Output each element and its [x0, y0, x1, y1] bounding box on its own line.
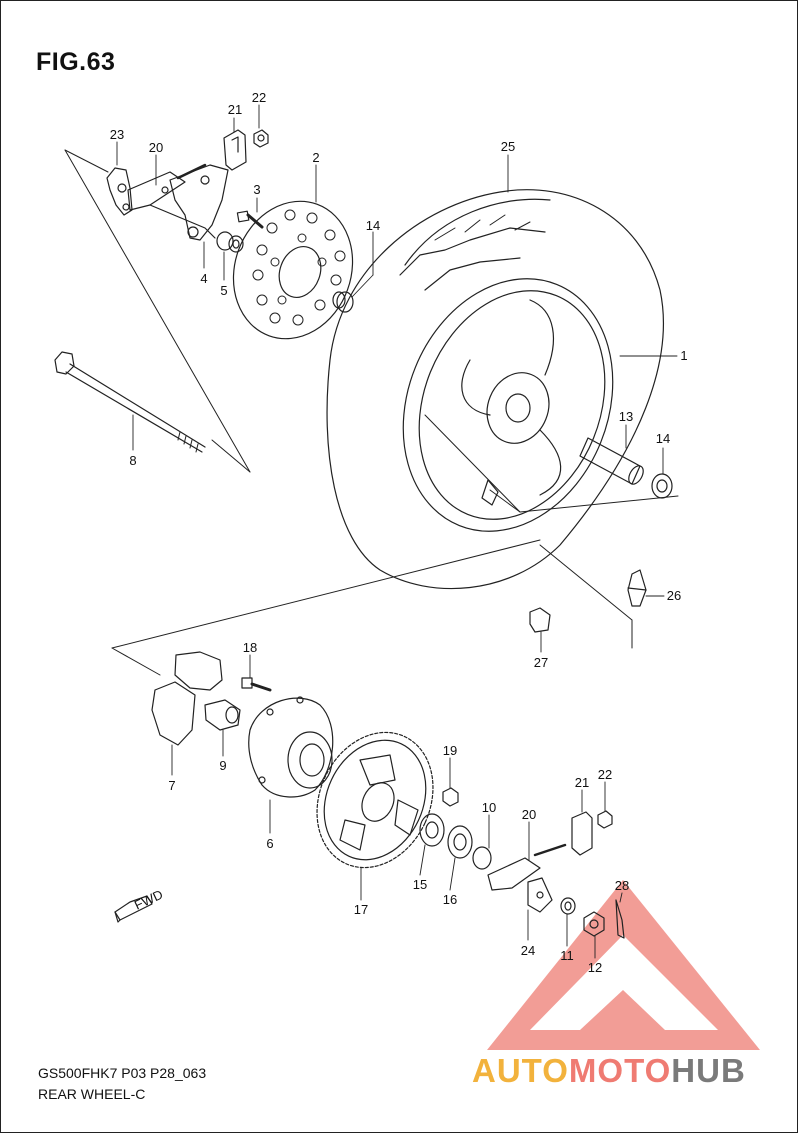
part-2-brake-disc — [232, 200, 354, 340]
part-7-dampers — [151, 651, 223, 746]
callout-5: 5 — [220, 283, 227, 298]
callout-19: 19 — [443, 743, 457, 758]
callout-20-upper: 20 — [149, 140, 163, 155]
callout-15: 15 — [413, 877, 427, 892]
callout-21-lower: 21 — [575, 775, 589, 790]
figure-title: FIG.63 — [36, 48, 116, 76]
part-20-adjuster-lower — [487, 843, 567, 891]
fwd-label: FWD — [132, 887, 165, 913]
callout-12: 12 — [588, 960, 602, 975]
callout-22-upper: 22 — [252, 90, 266, 105]
callout-22-lower: 22 — [598, 767, 612, 782]
part-4-caliper-bracket — [149, 164, 229, 241]
fwd-arrow-icon — [114, 895, 153, 923]
callout-4: 4 — [200, 271, 207, 286]
callout-14-upper: 14 — [366, 218, 380, 233]
callout-14-lower: 14 — [656, 431, 670, 446]
part-18-bolt — [241, 677, 272, 692]
part-22-upper-nut — [253, 129, 269, 148]
part-21-upper — [223, 129, 247, 171]
callout-26: 26 — [667, 588, 681, 603]
part-14-lower-collar — [651, 473, 673, 499]
callout-1: 1 — [680, 348, 687, 363]
callout-17: 17 — [354, 902, 368, 917]
part-12-castle-nut — [583, 911, 605, 937]
callout-10: 10 — [482, 800, 496, 815]
part-21-lower — [571, 811, 593, 856]
part-26-valve — [627, 569, 647, 607]
leader-lines — [116, 104, 678, 959]
callout-25: 25 — [501, 139, 515, 154]
part-17-sprocket — [316, 731, 434, 869]
part-11-washer — [560, 897, 576, 915]
part-19-nut — [442, 787, 459, 807]
part-13-spacer — [579, 437, 644, 485]
callout-20-lower: 20 — [522, 807, 536, 822]
watermark-moto: MOTO — [568, 1052, 672, 1089]
part-25-tire — [326, 189, 664, 590]
part-28-cotter-pin — [615, 899, 625, 939]
diagram-name: REAR WHEEL-C — [38, 1086, 146, 1102]
part-9-collar — [204, 699, 241, 731]
part-6-sprocket-drum — [248, 696, 334, 798]
part-24-plate — [527, 877, 553, 913]
part-14-upper-collar — [332, 291, 354, 313]
watermark-triangle — [487, 880, 760, 1050]
callout-9: 9 — [219, 758, 226, 773]
part-3-bolt — [236, 210, 264, 229]
part-15-bearing — [419, 813, 445, 847]
callout-6: 6 — [266, 836, 273, 851]
callout-2: 2 — [312, 150, 319, 165]
callout-7: 7 — [168, 778, 175, 793]
part-10-spacer — [472, 846, 492, 870]
callout-24: 24 — [521, 943, 535, 958]
upper-guide-lines — [64, 149, 679, 676]
callout-28: 28 — [615, 878, 629, 893]
part-5-spacer — [216, 231, 244, 253]
callout-16: 16 — [443, 892, 457, 907]
callout-21-upper: 21 — [228, 102, 242, 117]
part-16-oil-seal — [447, 825, 473, 859]
part-8-axle — [54, 351, 206, 453]
callout-labels: 23 20 21 22 2 3 4 5 14 25 1 13 14 8 26 2… — [110, 90, 688, 975]
part-27-balance-weight — [529, 607, 551, 633]
part-22-lower-nut — [597, 810, 613, 829]
callout-3: 3 — [253, 182, 260, 197]
callout-8: 8 — [129, 453, 136, 468]
watermark-auto: AUTO — [472, 1052, 569, 1089]
callout-23: 23 — [110, 127, 124, 142]
diagram-code: GS500FHK7 P03 P28_063 — [38, 1065, 207, 1081]
callout-27: 27 — [534, 655, 548, 670]
watermark-hub: HUB — [671, 1052, 746, 1089]
part-1-wheel-rim — [402, 278, 614, 532]
callout-13: 13 — [619, 409, 633, 424]
callout-18: 18 — [243, 640, 257, 655]
watermark-logo: AUTOMOTOHUB — [472, 1052, 746, 1090]
callout-11: 11 — [560, 948, 574, 963]
